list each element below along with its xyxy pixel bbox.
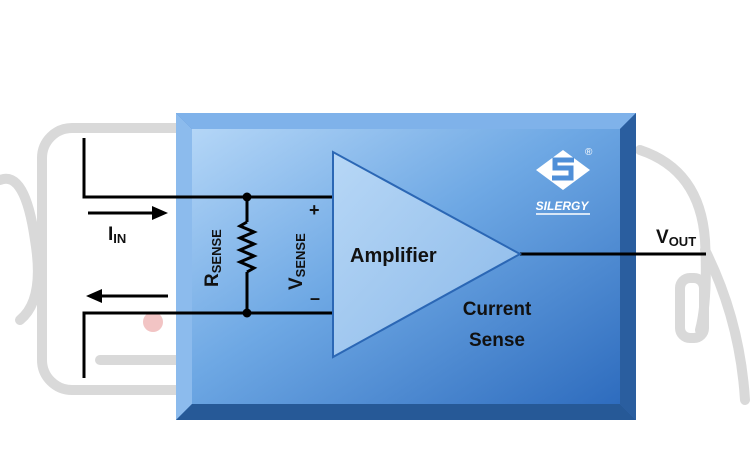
amplifier-triangle [332,150,523,359]
background-dot [143,312,163,332]
silergy-s-logo-icon [536,150,590,190]
node-bottom [242,308,252,318]
amplifier-label: Amplifier [350,245,437,267]
output-label: VOUT [656,227,696,249]
current-return-arrow [86,289,168,303]
voltage-sense-label: VSENSE [286,233,308,290]
module-title-line1: Current [463,299,532,320]
registered-mark: ® [585,147,593,158]
module-title-line2: Sense [469,330,525,351]
current-in-arrow [88,206,168,220]
minus-sign: – [310,288,320,308]
resistor [236,220,258,274]
resistor-label: RSENSE [202,229,224,287]
plus-sign: + [309,200,320,220]
node-top [242,192,252,202]
logo-wordmark: SILERGY [536,199,590,213]
current-in-label: IIN [108,224,126,246]
